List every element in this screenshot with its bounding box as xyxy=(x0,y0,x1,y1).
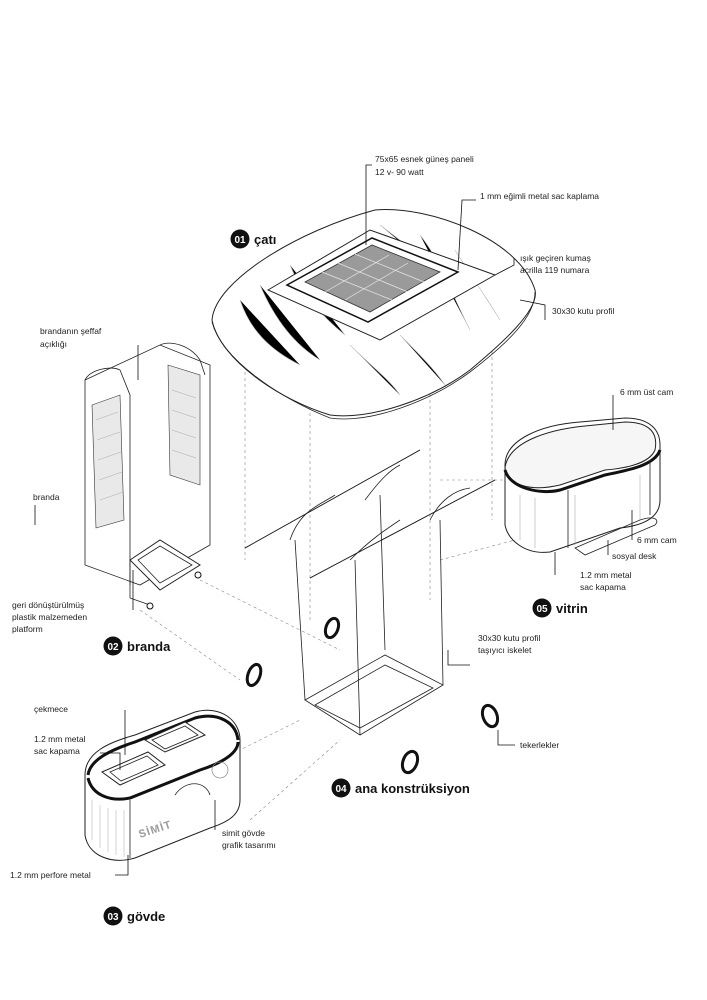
section-title-display: vitrin xyxy=(556,601,588,616)
section-title-03: 03 gövde xyxy=(103,906,165,926)
section-number-03: 03 xyxy=(107,912,119,923)
label-graphic-1: simit gövde xyxy=(222,828,265,838)
label-social-desk: sosyal desk xyxy=(612,551,657,561)
annotations: 75x65 esnek güneş paneli 12 v- 90 watt 1… xyxy=(10,154,677,880)
section-title-roof: çatı xyxy=(254,232,276,247)
wheels xyxy=(245,616,500,775)
section-title-05: 05 vitrin xyxy=(532,598,588,618)
label-fabric-2: acrilla 119 numara xyxy=(520,265,590,275)
label-body-metal-1: 1.2 mm metal xyxy=(34,734,86,744)
label-solar-panel-2: 12 v- 90 watt xyxy=(375,167,424,177)
label-vitrin-metal-1: 1.2 mm metal xyxy=(580,570,632,580)
section-number-02: 02 xyxy=(107,642,119,653)
label-graphic-2: grafik tasarımı xyxy=(222,840,276,850)
section-title-01: 01 çatı xyxy=(230,229,276,249)
section-title-02: 02 branda xyxy=(103,636,171,656)
section-number-01: 01 xyxy=(234,235,246,246)
section-number-04: 04 xyxy=(335,784,347,795)
label-platform-1: geri dönüştürülmüş xyxy=(12,600,84,610)
label-frame-2: taşıyıcı iskelet xyxy=(478,645,532,655)
label-solar-panel-1: 75x65 esnek güneş paneli xyxy=(375,154,474,164)
section-title-tarp: branda xyxy=(127,639,171,654)
section-title-main-construction: ana konstrüksiyon xyxy=(355,781,470,796)
section-number-05: 05 xyxy=(536,604,548,615)
label-tarp: branda xyxy=(33,492,60,502)
label-side-glass: 6 mm cam xyxy=(637,535,677,545)
label-platform-3: platform xyxy=(12,624,43,634)
label-tarp-opening-2: açıklığı xyxy=(40,339,67,349)
label-platform-2: plastik malzemeden xyxy=(12,612,87,622)
label-frame-1: 30x30 kutu profil xyxy=(478,633,540,643)
label-box-profile: 30x30 kutu profil xyxy=(552,306,614,316)
label-tarp-opening-1: brandanın şeffaf xyxy=(40,326,102,336)
roof-canopy xyxy=(211,209,536,420)
display-case xyxy=(503,417,662,556)
body-cart: SİMİT xyxy=(84,709,241,861)
label-drawer: çekmece xyxy=(34,704,68,714)
label-fabric-1: ışık geçiren kumaş xyxy=(520,253,591,263)
section-title-body: gövde xyxy=(127,909,165,924)
label-vitrin-metal-2: sac kapama xyxy=(580,582,626,592)
main-frame-construction xyxy=(244,449,496,736)
label-metal-cladding: 1 mm eğimli metal sac kaplama xyxy=(480,191,599,201)
leader-lines xyxy=(34,164,633,876)
label-top-glass: 6 mm üst cam xyxy=(620,387,673,397)
label-wheels: tekerlekler xyxy=(520,740,559,750)
label-perforated: 1.2 mm perfore metal xyxy=(10,870,91,880)
tarp-booth xyxy=(84,342,211,610)
section-title-04: 04 ana konstrüksiyon xyxy=(331,778,470,798)
label-body-metal-2: sac kapama xyxy=(34,746,80,756)
